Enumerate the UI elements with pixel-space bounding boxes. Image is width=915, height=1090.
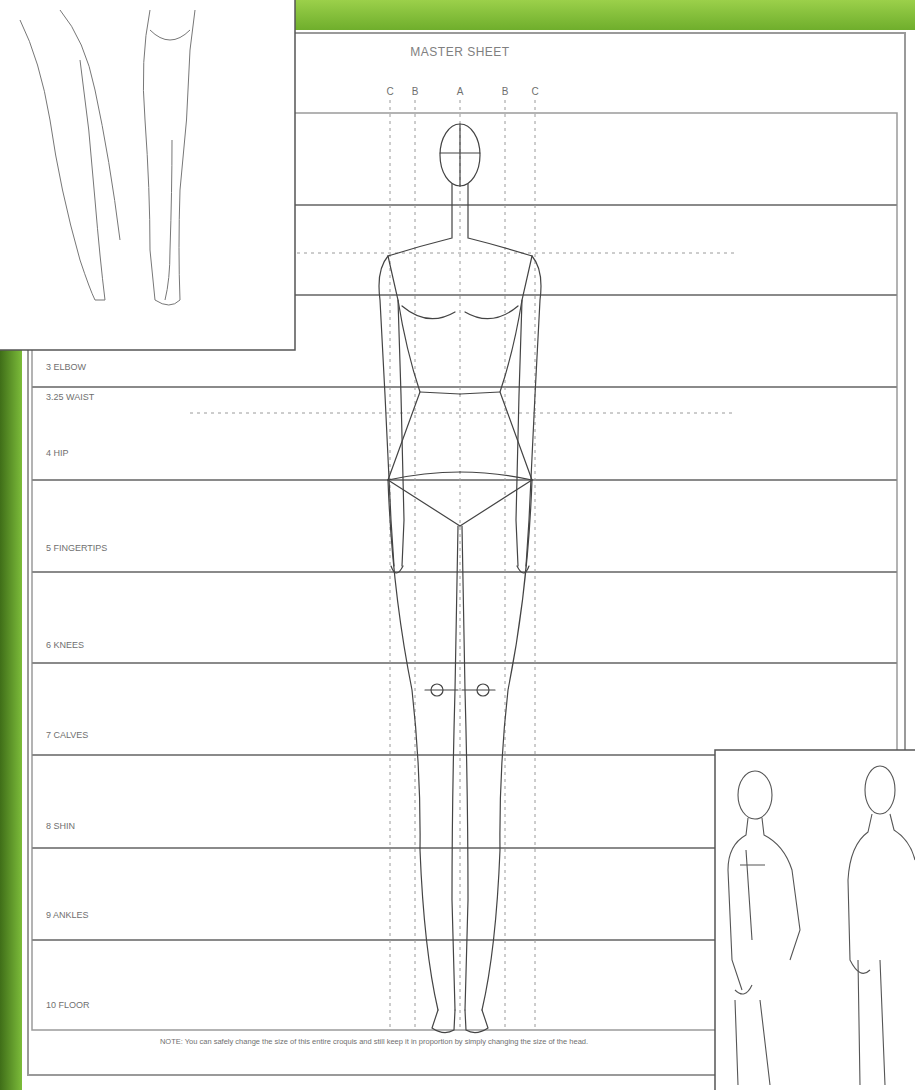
- croquis-figure: [379, 124, 541, 1033]
- proportion-label: 6 KNEES: [46, 640, 84, 650]
- proportion-label: 5 FINGERTIPS: [46, 543, 107, 553]
- column-letter: B: [502, 86, 509, 98]
- figures-inset: [715, 750, 915, 1090]
- column-letter: C: [531, 86, 538, 98]
- column-letter: C: [386, 86, 393, 98]
- proportion-label: 7 CALVES: [46, 730, 88, 740]
- proportion-label: 10 FLOOR: [46, 1000, 90, 1010]
- legs-inset: [0, 0, 295, 350]
- note-text: NOTE: You can safely change the size of …: [40, 1038, 708, 1047]
- proportion-label: 3 ELBOW: [46, 362, 86, 372]
- column-letter: B: [412, 86, 419, 98]
- sheet-title: MASTER SHEET: [410, 46, 509, 60]
- proportion-label: 8 SHIN: [46, 821, 75, 831]
- column-letter: A: [457, 86, 464, 98]
- proportion-label: 9 ANKLES: [46, 910, 89, 920]
- proportion-label: 4 HIP: [46, 448, 69, 458]
- proportion-label: 3.25 WAIST: [46, 392, 94, 402]
